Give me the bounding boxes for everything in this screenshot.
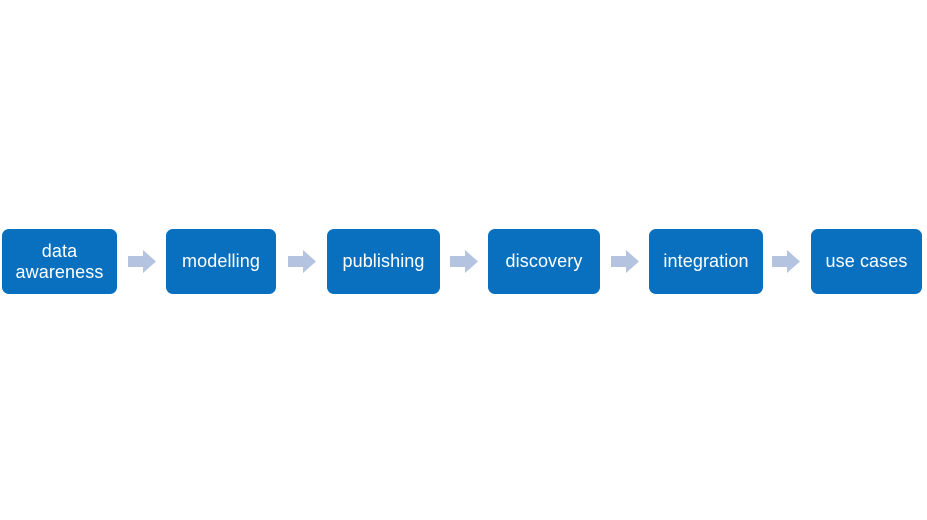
process-step-label: use cases (825, 251, 908, 272)
process-step-label: publishing (342, 251, 425, 272)
right-arrow-icon (611, 250, 639, 273)
process-step-data-awareness[interactable]: data awareness (2, 229, 117, 294)
process-step-label: integration (663, 251, 749, 272)
process-step-publishing[interactable]: publishing (327, 229, 440, 294)
right-arrow-icon (772, 250, 800, 273)
process-step-integration[interactable]: integration (649, 229, 763, 294)
process-step-label: data awareness (15, 240, 104, 282)
process-step-label: discovery (505, 251, 583, 272)
process-step-use-cases[interactable]: use cases (811, 229, 922, 294)
right-arrow-icon (288, 250, 316, 273)
right-arrow-icon (450, 250, 478, 273)
process-step-label: modelling (182, 251, 260, 272)
process-step-modelling[interactable]: modelling (166, 229, 276, 294)
process-step-discovery[interactable]: discovery (488, 229, 600, 294)
right-arrow-icon (128, 250, 156, 273)
process-flow-row: data awareness modelling publishing disc… (0, 229, 927, 294)
